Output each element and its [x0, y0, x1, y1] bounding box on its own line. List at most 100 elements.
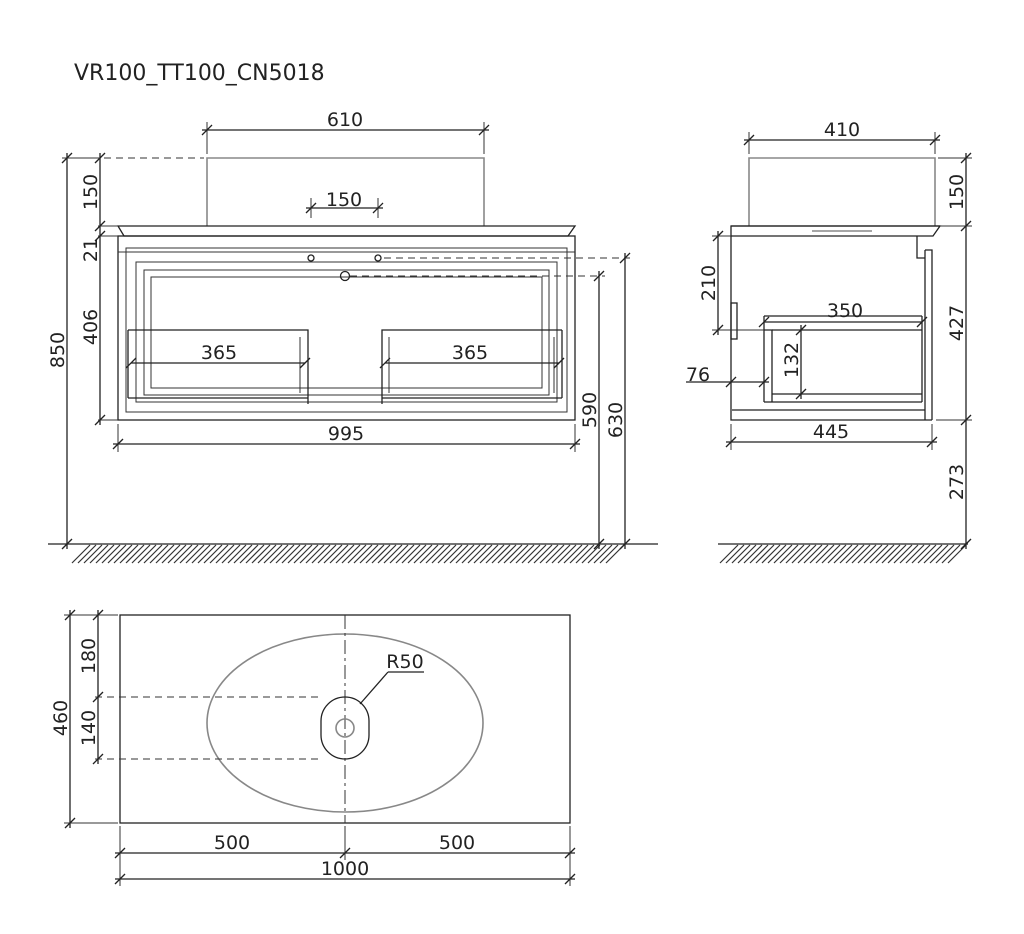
hatch-line	[563, 544, 583, 564]
top-drain-icon	[335, 718, 355, 738]
svg-text:132: 132	[781, 342, 803, 378]
hatch-line	[257, 544, 277, 564]
hatch-line	[803, 544, 823, 564]
hatch-line	[311, 544, 331, 564]
tap-hole-left-icon	[307, 254, 315, 262]
hatch-line	[917, 544, 937, 564]
front-view: 610 150 150 21 406	[47, 109, 658, 564]
hatch-line	[95, 544, 115, 564]
hatch-line	[77, 544, 97, 564]
hatch-line	[461, 544, 481, 564]
hatch-line	[791, 544, 811, 564]
hatch-line	[329, 544, 349, 564]
hatch-line	[173, 544, 193, 564]
hatch-line	[419, 544, 439, 564]
front-countertop	[116, 225, 577, 237]
hatch-line	[809, 544, 829, 564]
dim-cabinet-width: 995	[112, 423, 581, 452]
hatch-line	[83, 544, 103, 564]
hatch-line	[845, 544, 865, 564]
svg-text:500: 500	[439, 832, 475, 854]
hatch-line	[155, 544, 175, 564]
hatch-line	[779, 544, 799, 564]
hatch-line	[263, 544, 283, 564]
hatch-line	[383, 544, 403, 564]
svg-text:150: 150	[326, 189, 362, 211]
hatch-line	[161, 544, 181, 564]
svg-text:406: 406	[80, 309, 102, 345]
hatch-line	[761, 544, 781, 564]
hatch-line	[353, 544, 373, 564]
hatch-line	[575, 544, 595, 564]
hatch-line	[911, 544, 931, 564]
front-cabinet-inner	[125, 247, 568, 413]
hatch-line	[569, 544, 589, 564]
hatch-line	[401, 544, 421, 564]
dim-drawer-right: 365	[379, 342, 565, 369]
svg-text:365: 365	[201, 342, 237, 364]
side-view: 410 150 427 273 210	[686, 119, 972, 564]
hatch-line	[71, 544, 91, 564]
hatch-line	[905, 544, 925, 564]
front-cabinet-body	[117, 235, 576, 421]
hatch-line	[185, 544, 205, 564]
hatch-line	[503, 544, 523, 564]
svg-text:150: 150	[80, 174, 102, 210]
hatch-line	[923, 544, 943, 564]
hatch-line	[599, 544, 619, 564]
top-view: R50 180 140 460 500 500	[50, 609, 576, 886]
hatch-line	[449, 544, 469, 564]
hatch-line	[479, 544, 499, 564]
hatch-line	[833, 544, 853, 564]
dim-top-verticals: 180 140 460	[50, 609, 118, 829]
svg-text:180: 180	[78, 638, 100, 674]
drawing-title: VR100_TT100_CN5018	[74, 61, 325, 86]
hatch-line	[335, 544, 355, 564]
hatch-line	[245, 544, 265, 564]
hatch-line	[143, 544, 163, 564]
hatch-line	[221, 544, 241, 564]
hatch-line	[215, 544, 235, 564]
hatch-line	[731, 544, 751, 564]
front-panel-frame-3	[150, 276, 543, 389]
hatch-line	[743, 544, 763, 564]
hatch-line	[851, 544, 871, 564]
hatch-line	[827, 544, 847, 564]
hatch-line	[473, 544, 493, 564]
hatch-line	[821, 544, 841, 564]
hatch-line	[749, 544, 769, 564]
hatch-line	[719, 544, 739, 564]
front-basin-outline	[206, 157, 485, 226]
svg-text:590: 590	[579, 392, 601, 428]
hatch-line	[557, 544, 577, 564]
front-drawer-right	[381, 329, 563, 404]
svg-text:21: 21	[80, 238, 102, 262]
hatch-line	[491, 544, 511, 564]
hatch-line	[947, 544, 967, 564]
hatch-line	[317, 544, 337, 564]
hatch-line	[407, 544, 427, 564]
hatch-line	[815, 544, 835, 564]
hatch-line	[209, 544, 229, 564]
svg-text:850: 850	[47, 332, 69, 368]
hatch-line	[587, 544, 607, 564]
hatch-line	[89, 544, 109, 564]
hatch-line	[755, 544, 775, 564]
hatch-line	[269, 544, 289, 564]
hatch-line	[425, 544, 445, 564]
svg-text:410: 410	[824, 119, 860, 141]
hatch-line	[197, 544, 217, 564]
dim-side-drawer-offset: 76	[686, 364, 770, 388]
dim-tap-spacing: 150	[305, 189, 384, 218]
hatch-line	[467, 544, 487, 564]
dim-side-drawer-height: 132	[781, 324, 807, 400]
hatch-line	[179, 544, 199, 564]
side-drawer	[763, 315, 923, 403]
hatch-line	[527, 544, 547, 564]
hatch-line	[377, 544, 397, 564]
hatch-line	[899, 544, 919, 564]
svg-text:630: 630	[605, 402, 627, 438]
hatch-line	[125, 544, 145, 564]
hatch-line	[893, 544, 913, 564]
